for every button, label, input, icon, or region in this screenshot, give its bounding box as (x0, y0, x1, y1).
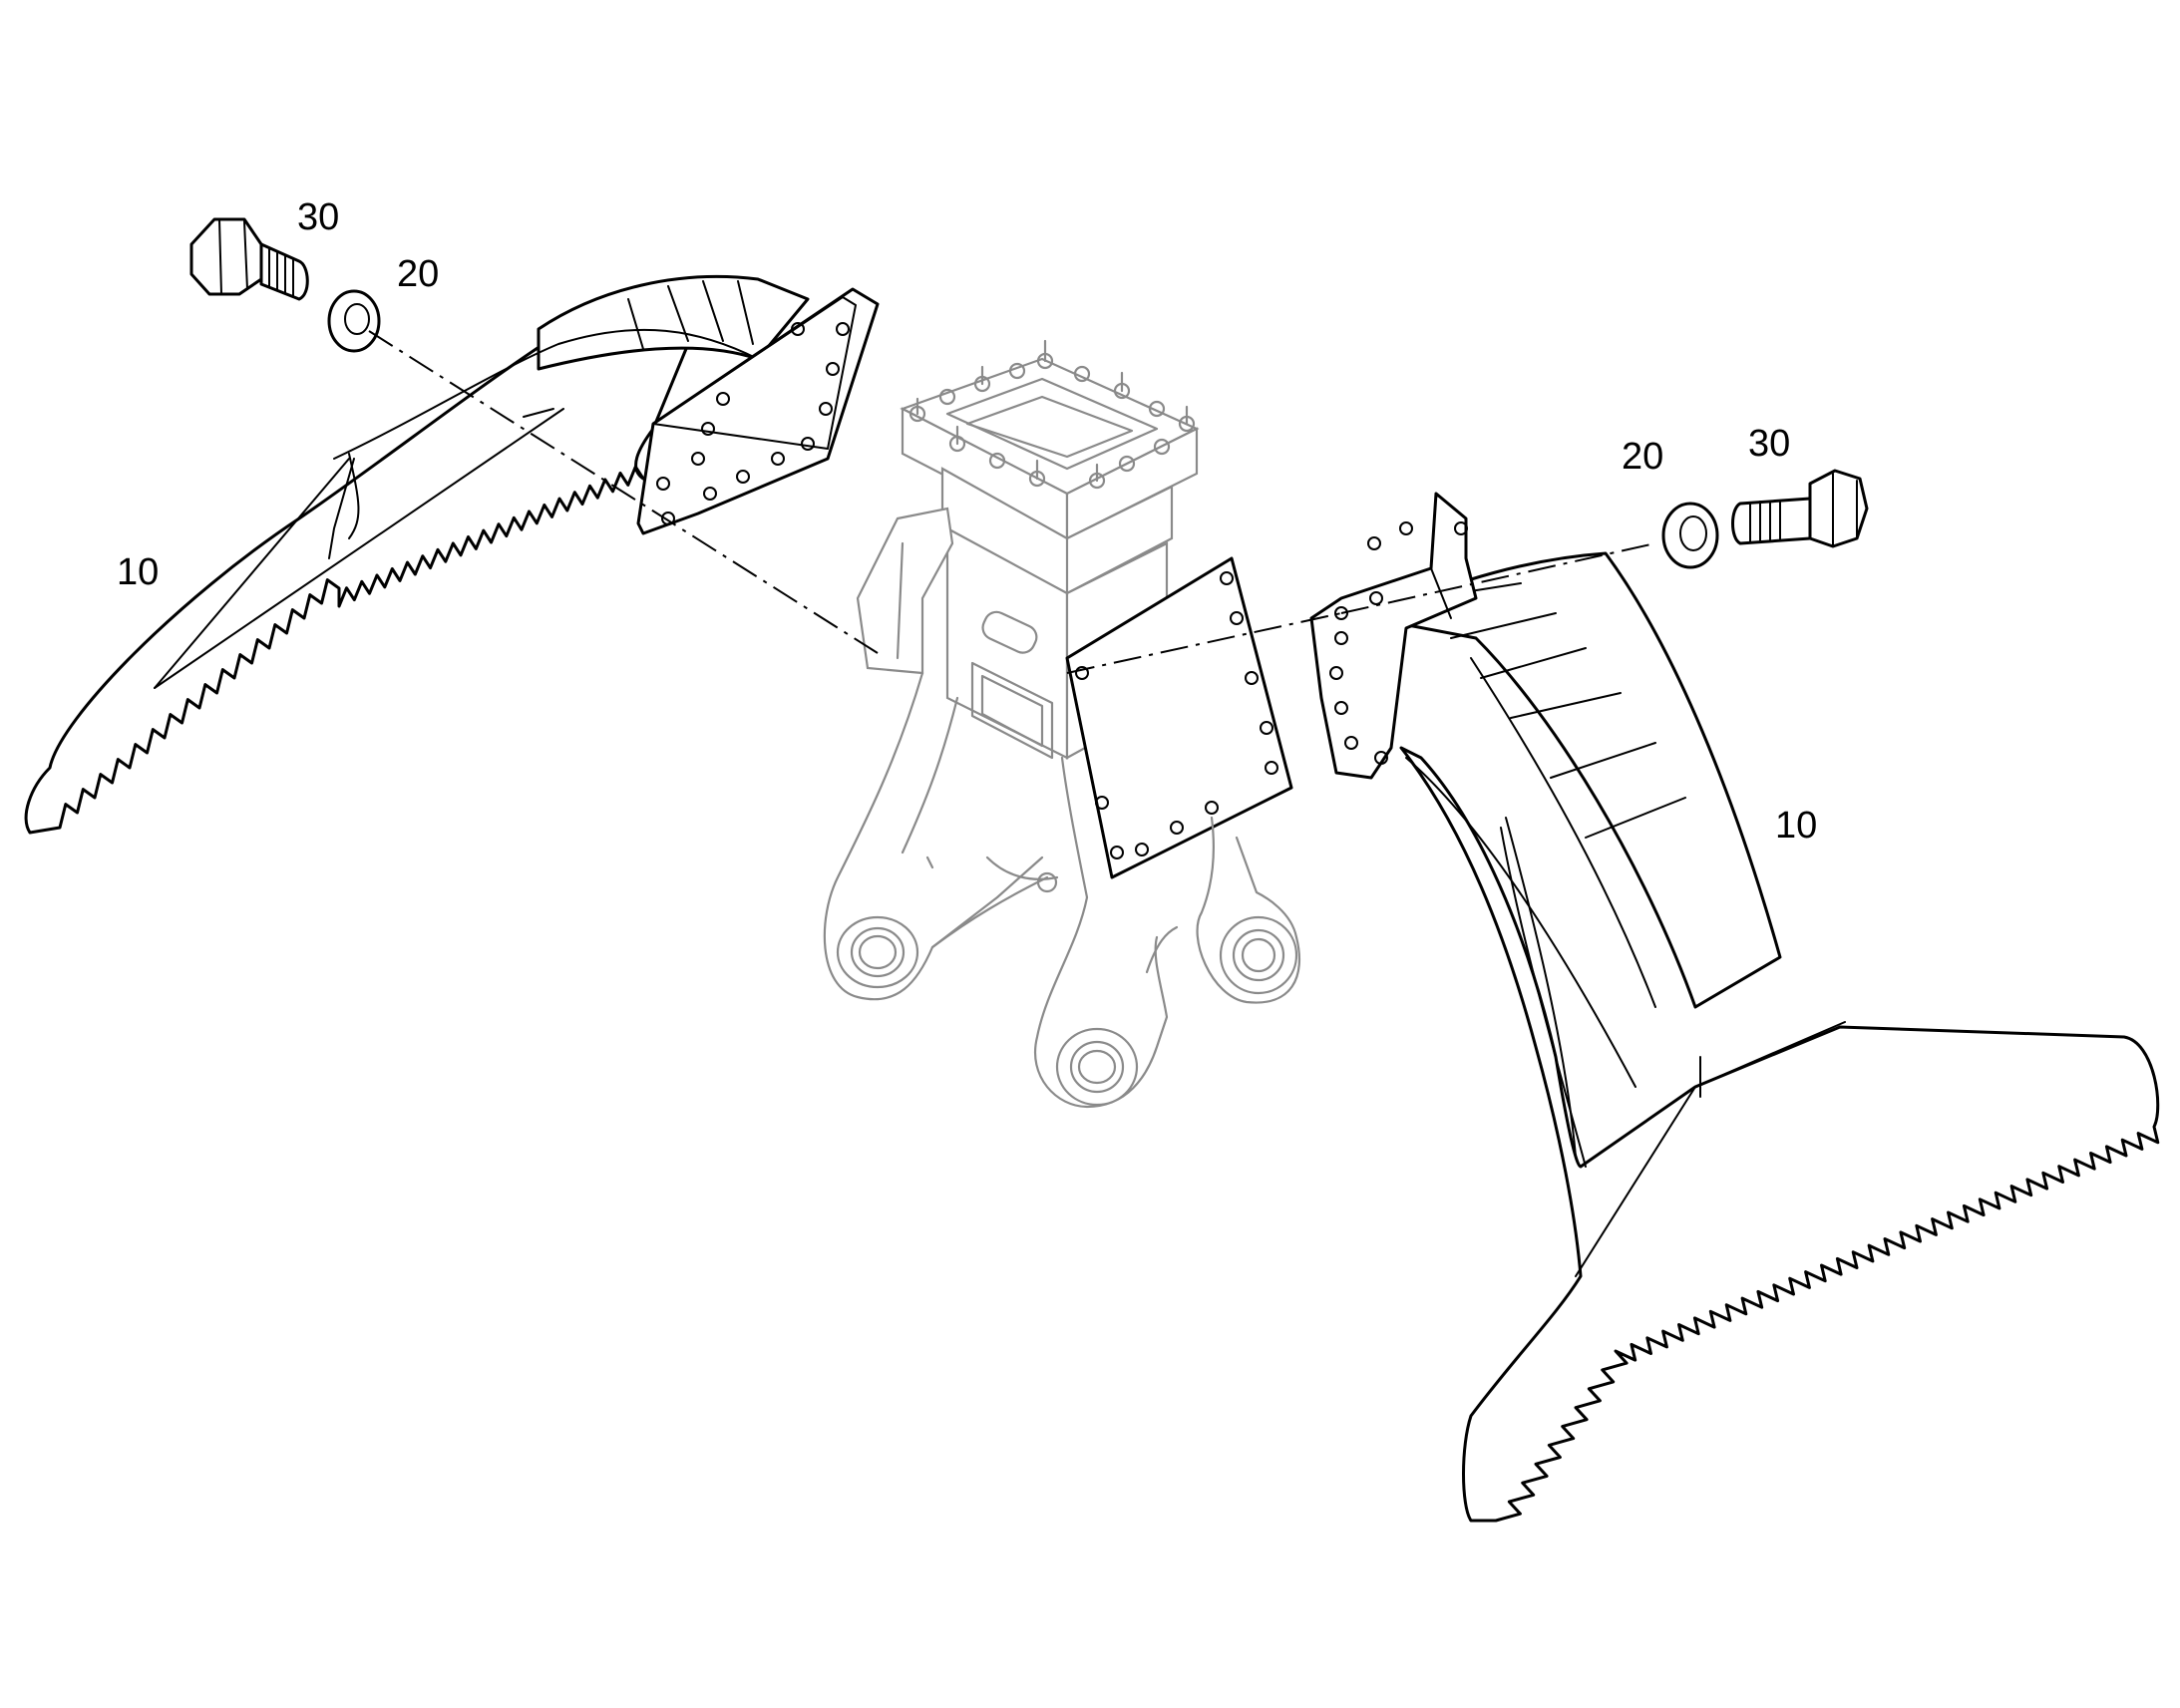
callout-jaw-right: 10 (1775, 805, 1817, 847)
right-washer-part-20 (1661, 502, 1719, 569)
left-jaw-part-10 (24, 274, 880, 835)
callout-bolt-left: 30 (297, 196, 339, 238)
callout-bolt-right: 30 (1748, 423, 1790, 465)
right-bolt-part-30 (1731, 469, 1869, 548)
callout-jaw-left: 10 (117, 551, 159, 593)
callout-washer-left: 20 (397, 253, 439, 295)
assembly-center-lines (368, 330, 1656, 674)
callout-washer-right: 20 (1622, 436, 1663, 478)
right-jaw-part-10 (1309, 492, 2160, 1523)
left-bolt-part-30 (189, 217, 309, 301)
left-washer-part-20 (327, 289, 381, 353)
grapple-body (823, 339, 1301, 1109)
